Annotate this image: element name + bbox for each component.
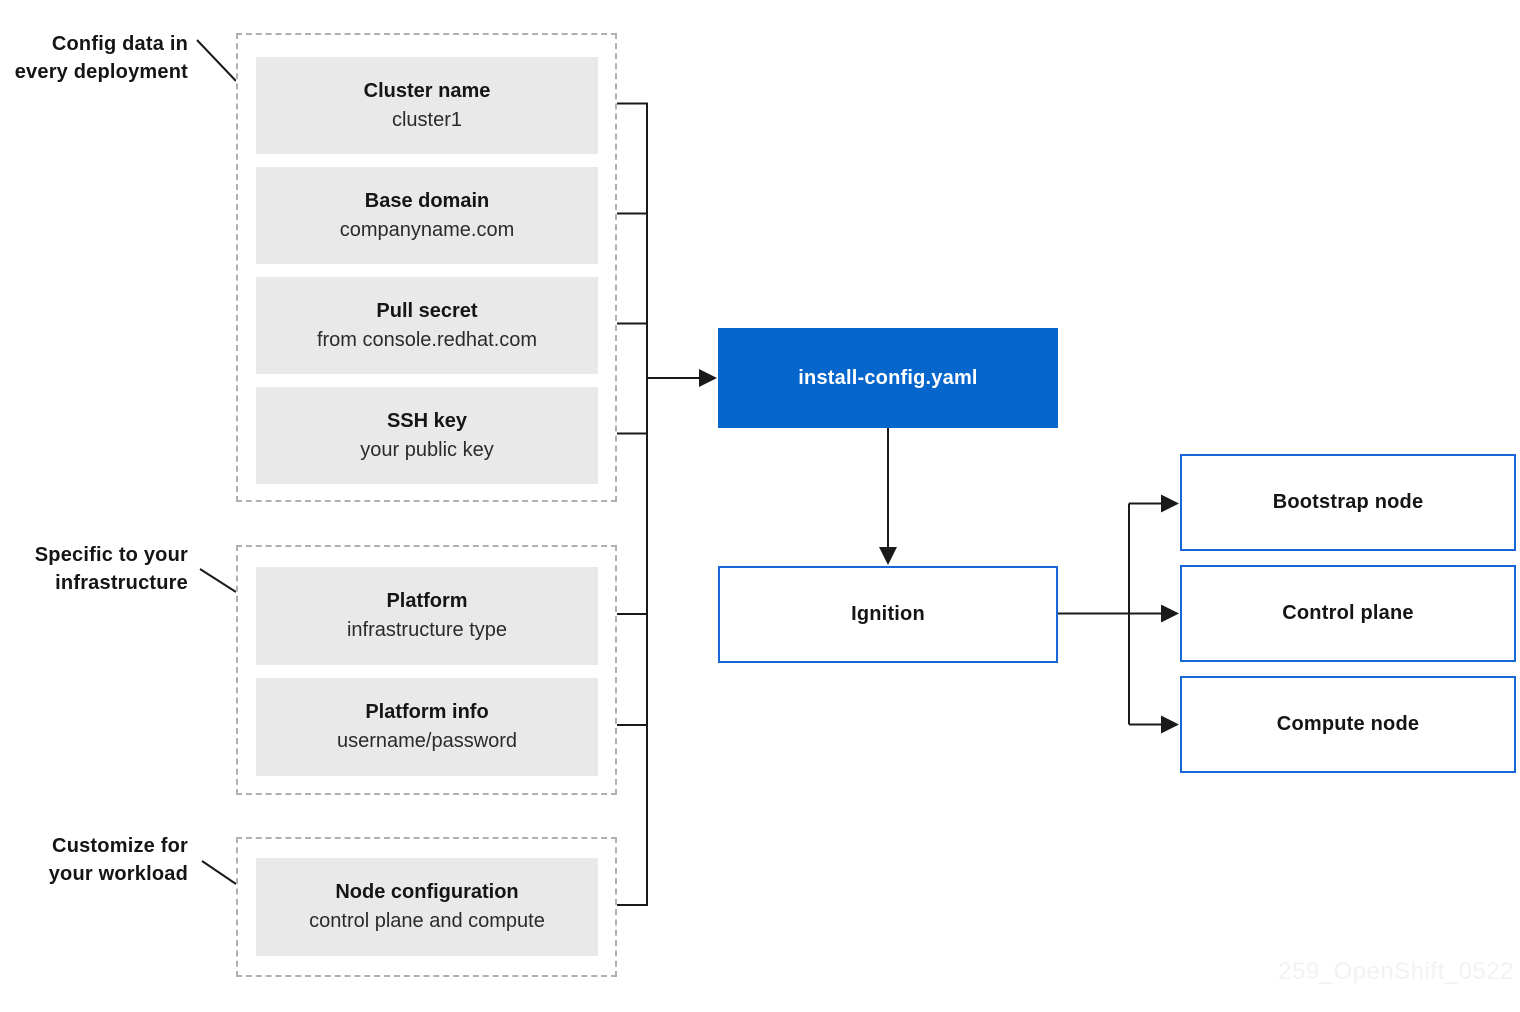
node-subtitle: companyname.com (339, 218, 515, 241)
node-title: Base domain (364, 189, 490, 212)
watermark-text: 259_OpenShift_0522 (1278, 958, 1514, 985)
arrowhead-install-config (699, 369, 717, 387)
annotation-infrastructure: Specific to your infrastructure (0, 541, 188, 597)
node-ignition: Ignition (718, 566, 1058, 663)
node-cluster-name: Cluster name cluster1 (256, 57, 598, 154)
annotation-line: infrastructure (55, 572, 188, 594)
node-compute: Compute node (1180, 676, 1516, 773)
node-platform: Platform infrastructure type (256, 567, 598, 665)
annotation-line: Customize for (52, 835, 188, 857)
group-infrastructure: Platform infrastructure type Platform in… (236, 545, 617, 795)
node-title: Platform info (365, 701, 489, 723)
arrowhead-ignition (879, 547, 897, 565)
group-every-deployment: Cluster name cluster1 Base domain compan… (236, 33, 617, 502)
annotation-line: Specific to your (34, 544, 188, 566)
node-subtitle: control plane and compute (309, 910, 545, 932)
node-title: SSH key (386, 409, 468, 432)
node-subtitle: infrastructure type (346, 619, 508, 641)
group-workload: Node configuration control plane and com… (236, 837, 617, 977)
node-subtitle: from console.redhat.com (316, 328, 538, 351)
annotation-line: Config data in (51, 33, 188, 55)
node-title: Platform (386, 590, 468, 612)
arrowhead-bootstrap (1161, 494, 1179, 513)
annotation-workload: Customize for your workload (0, 832, 188, 888)
node-bootstrap: Bootstrap node (1180, 454, 1516, 551)
node-subtitle: username/password (336, 730, 518, 752)
node-node-configuration: Node configuration control plane and com… (256, 858, 598, 956)
leader-line-workload (201, 860, 237, 885)
annotation-line: every deployment (14, 61, 188, 83)
node-subtitle: cluster1 (391, 108, 463, 131)
annotation-config-data: Config data in every deployment (0, 30, 188, 86)
arrowhead-compute (1161, 715, 1179, 734)
node-ssh-key: SSH key your public key (256, 387, 598, 484)
node-title: Pull secret (376, 299, 478, 322)
node-title: Node configuration (335, 881, 519, 903)
leader-line-deployment (196, 39, 237, 82)
node-platform-info: Platform info username/password (256, 678, 598, 776)
branch-stubs (1129, 502, 1162, 726)
arrowhead-control-plane (1161, 604, 1179, 623)
node-title: Cluster name (363, 79, 491, 102)
annotation-line: your workload (48, 863, 188, 885)
node-subtitle: your public key (360, 438, 494, 461)
node-pull-secret: Pull secret from console.redhat.com (256, 277, 598, 374)
leader-line-infrastructure (199, 568, 237, 593)
node-base-domain: Base domain companyname.com (256, 167, 598, 264)
node-control-plane: Control plane (1180, 565, 1516, 662)
node-install-config-yaml: install-config.yaml (718, 328, 1058, 428)
